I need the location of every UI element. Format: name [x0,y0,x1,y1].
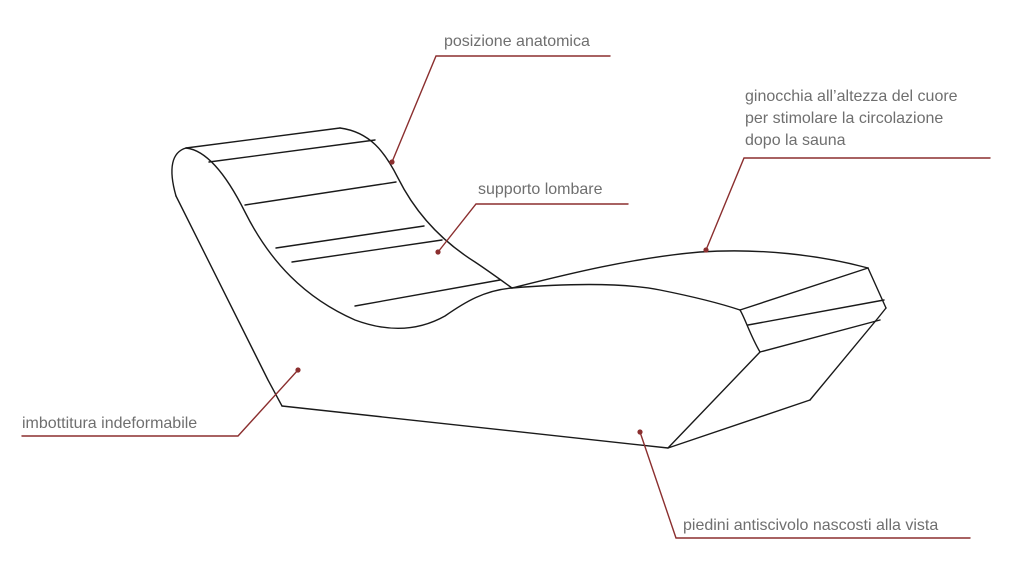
head-end-face [171,147,187,197]
callout-imbottitura-dot [295,367,301,373]
lounger-outline [171,127,887,449]
backrest-upper-contour [339,127,513,289]
label-supporto-lombare: supporto lombare [478,181,603,198]
callout-imbottitura-line [21,369,299,437]
callouts [21,55,991,539]
cushion-seam-5 [354,279,501,307]
cushion-seam-4 [291,239,443,263]
foot-seam-1 [747,299,885,326]
backrest-lower-contour [185,147,513,329]
foot-end-corner [867,267,887,309]
callout-dots [295,159,709,435]
callout-piedini-line [639,431,971,539]
callout-supporto-line [437,203,629,253]
foot-lower-face [667,351,811,449]
label-piedini-antiscivolo: piedini antiscivolo nascosti alla vista [683,517,939,534]
foot-right-bevel [809,307,887,401]
callout-supporto-dot [435,249,441,255]
backrest-top-edge [185,127,341,149]
label-ginocchia-line-2: per stimolare la circolazione [745,110,944,127]
cushion-seam-2 [244,181,397,206]
label-ginocchia-line-3: dopo la sauna [745,132,846,149]
base-edge [281,405,669,449]
callout-ginocchia-line [705,157,991,251]
seat-back-edge [511,250,869,289]
callout-piedini-dot [637,429,643,435]
callout-posizione-dot [389,159,395,165]
foot-front-bevel [739,309,761,353]
left-side-edge [175,195,283,407]
label-ginocchia: ginocchia all’altezza del cuore per stim… [745,86,958,152]
label-imbottitura-indeformabile: imbottitura indeformabile [22,415,198,432]
foot-top-edge [739,267,869,311]
foot-seam-2 [759,319,881,353]
label-posizione-anatomica: posizione anatomica [444,33,590,50]
callout-ginocchia-dot [703,247,709,253]
callout-posizione-line [391,55,611,163]
cushion-seam-1 [208,139,376,163]
label-ginocchia-line-1: ginocchia all’altezza del cuore [745,88,958,105]
seat-front-edge [511,283,741,311]
cushion-seam-3 [275,225,425,249]
